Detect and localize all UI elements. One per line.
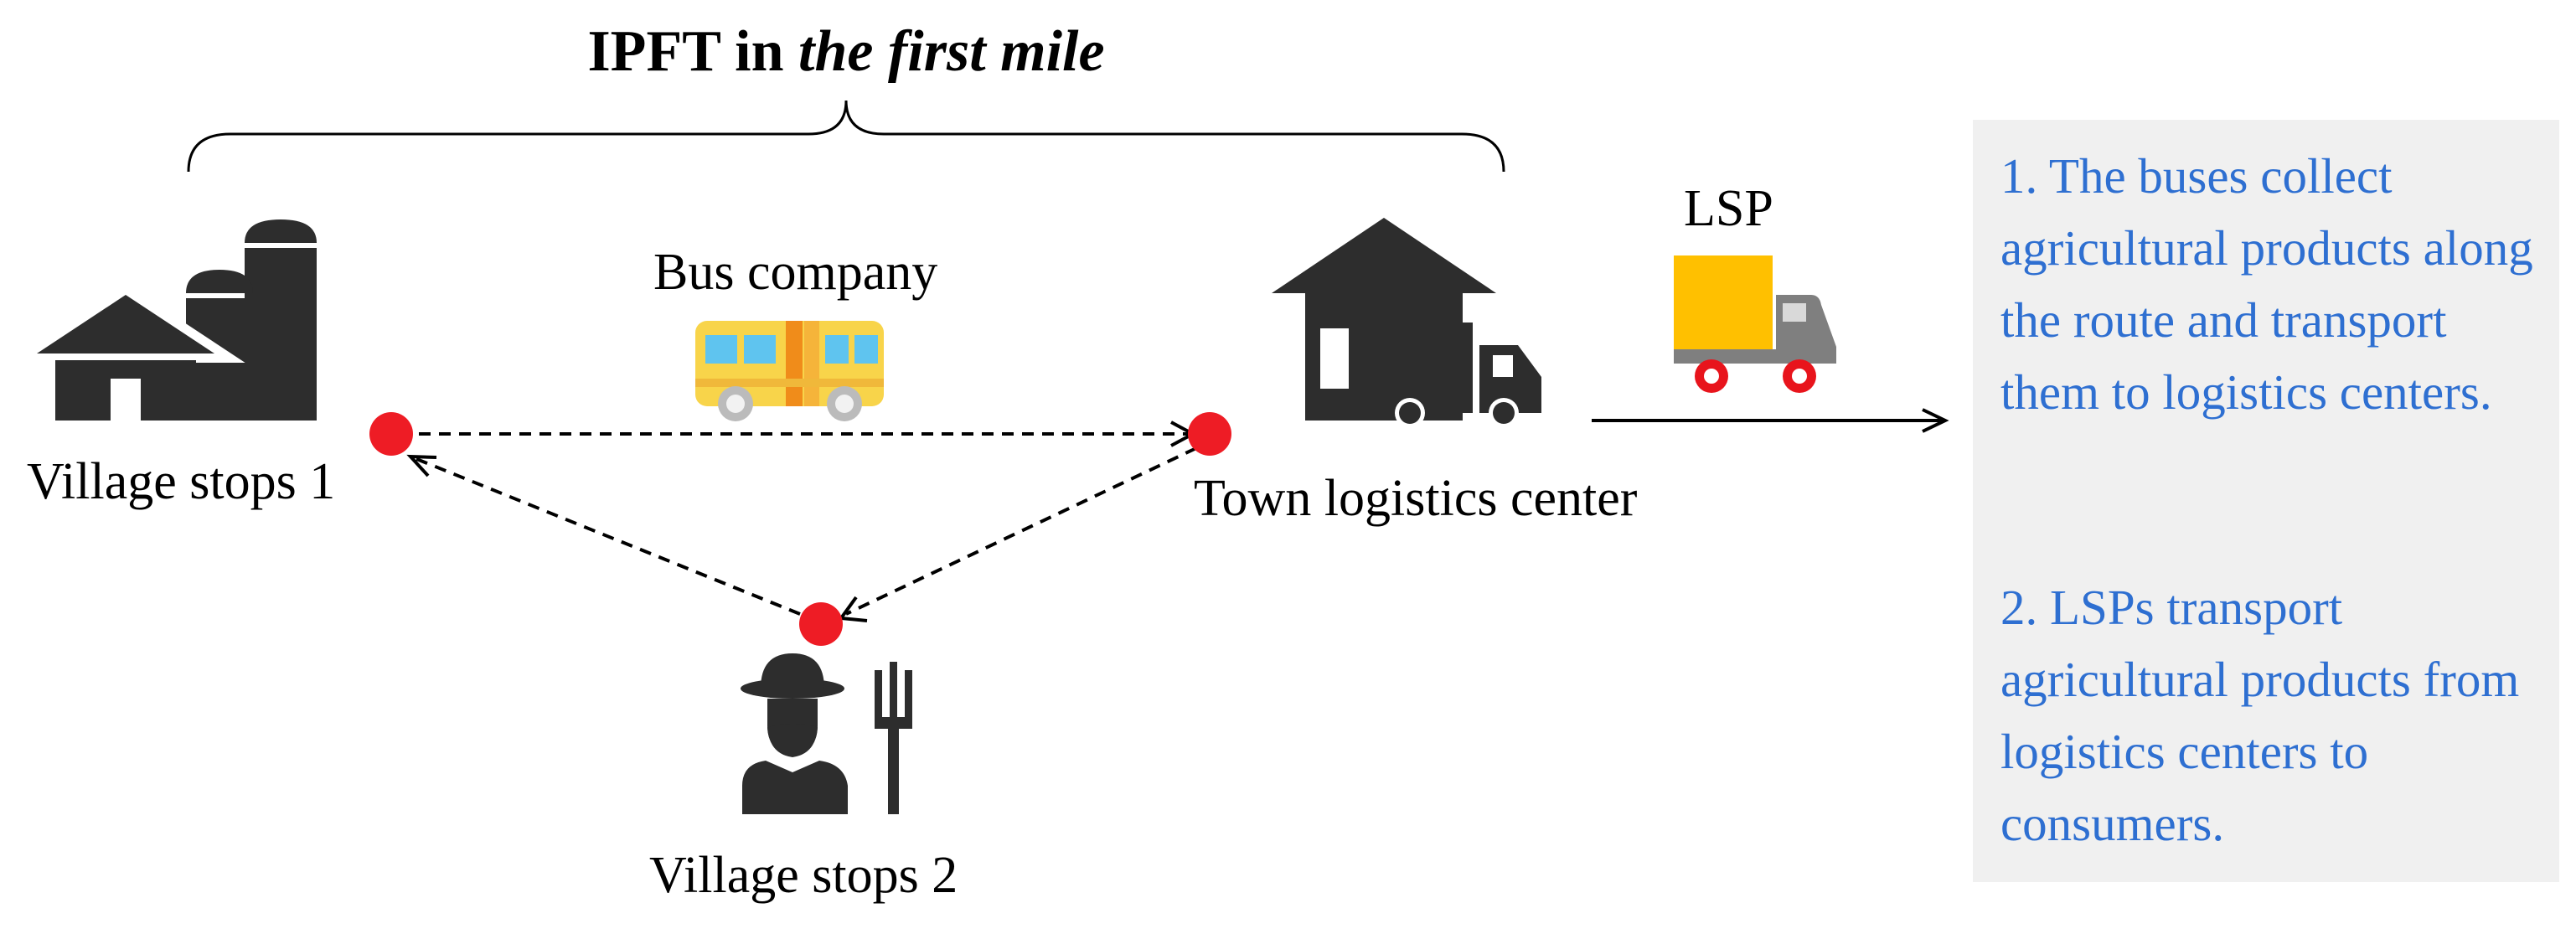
route-edge-village2-village1 <box>410 455 801 616</box>
diagram-title: IPFT in the first mile <box>0 18 1692 85</box>
village-stops-2-label: Village stops 2 <box>649 847 958 904</box>
lsp-arrowhead <box>1922 408 1949 433</box>
route-edge-town-village2 <box>845 446 1197 616</box>
stop-marker-village-1 <box>369 412 413 456</box>
town-logistics-center-label: Town logistics center <box>1194 470 1638 527</box>
note-bus-collection: 1. The buses collect agricultural produc… <box>2000 148 2533 420</box>
village-stops-1-label: Village stops 1 <box>27 453 336 510</box>
arrowhead-to-village2 <box>838 596 868 622</box>
stop-marker-town <box>1188 412 1231 456</box>
note-lsp-transport: 2. LSPs transport agricultural products … <box>2000 580 2520 851</box>
arrowhead-to-village1 <box>406 454 437 477</box>
first-mile-brace <box>187 100 1505 173</box>
notes-panel <box>1973 120 2559 882</box>
lsp-label: LSP <box>1684 180 1773 237</box>
delivery-truck-icon <box>1674 255 1836 393</box>
stop-marker-village-2 <box>799 602 843 646</box>
bus-company-label: Bus company <box>653 244 938 301</box>
bus-icon <box>695 321 884 421</box>
warehouse-truck-icon <box>1272 218 1541 428</box>
farmer-pitchfork-icon <box>741 653 912 814</box>
title-prefix: IPFT in <box>587 19 798 84</box>
barn-silo-icon <box>6 219 317 421</box>
title-emphasis: the first mile <box>798 19 1105 84</box>
